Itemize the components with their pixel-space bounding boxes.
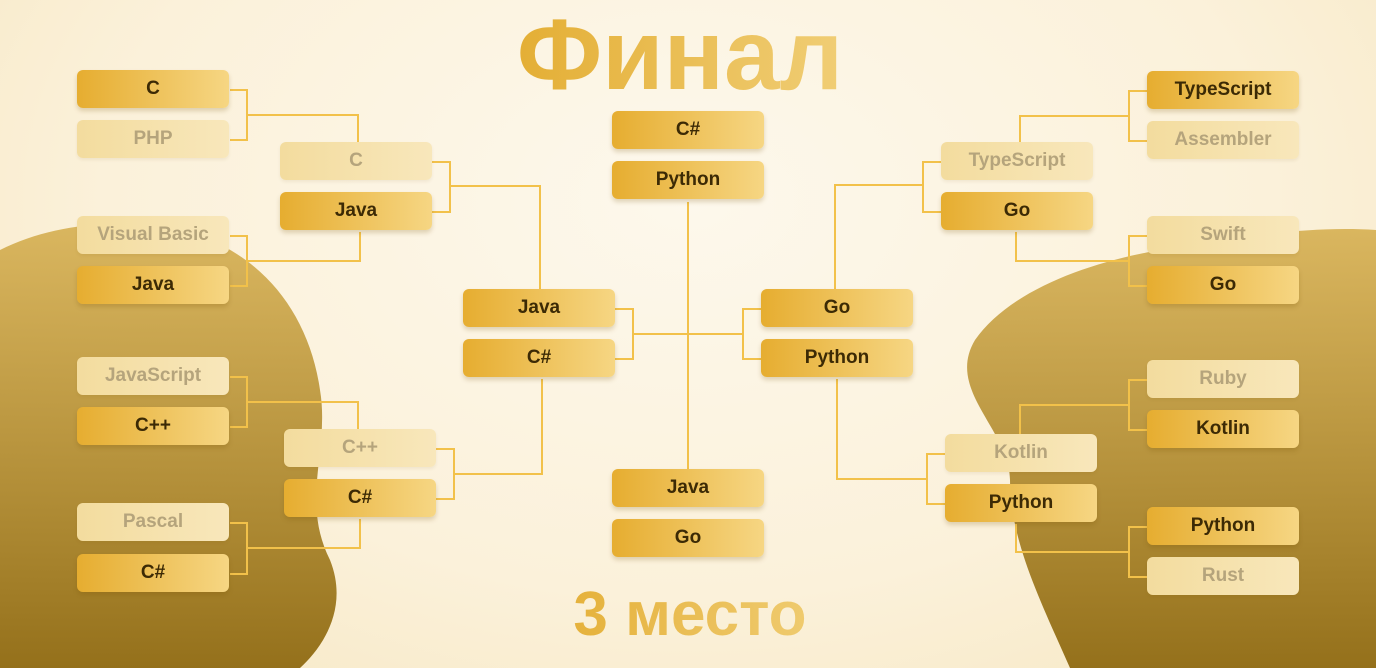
right-semifinal-bottom[interactable]: Python (761, 339, 913, 377)
right-r1-m4-top[interactable]: Python (1147, 507, 1299, 545)
right-r1-m1-bottom[interactable]: Assembler (1147, 121, 1299, 159)
right-r2-m1-bottom[interactable]: Go (941, 192, 1093, 230)
left-r1-m1-bottom[interactable]: PHP (77, 120, 229, 158)
left-r1-m4-top[interactable]: Pascal (77, 503, 229, 541)
left-semifinal-bottom[interactable]: C# (463, 339, 615, 377)
third-place-title: 3 место (500, 578, 880, 652)
right-r1-m3-top[interactable]: Ruby (1147, 360, 1299, 398)
left-r1-m3-bottom[interactable]: C++ (77, 407, 229, 445)
left-semifinal-top[interactable]: Java (463, 289, 615, 327)
right-r2-m1-top[interactable]: TypeScript (941, 142, 1093, 180)
right-r2-m2-top[interactable]: Kotlin (945, 434, 1097, 472)
third-place-bottom[interactable]: Go (612, 519, 764, 557)
third-place-top[interactable]: Java (612, 469, 764, 507)
left-r1-m4-bottom[interactable]: C# (77, 554, 229, 592)
final-top[interactable]: C# (612, 111, 764, 149)
left-r1-m2-top[interactable]: Visual Basic (77, 216, 229, 254)
left-r2-m2-top[interactable]: C++ (284, 429, 436, 467)
right-r1-m4-bottom[interactable]: Rust (1147, 557, 1299, 595)
final-bottom[interactable]: Python (612, 161, 764, 199)
right-r1-m3-bottom[interactable]: Kotlin (1147, 410, 1299, 448)
final-title: Финал (470, 0, 890, 110)
right-r1-m1-top[interactable]: TypeScript (1147, 71, 1299, 109)
left-r1-m2-bottom[interactable]: Java (77, 266, 229, 304)
left-r2-m1-bottom[interactable]: Java (280, 192, 432, 230)
left-r2-m2-bottom[interactable]: C# (284, 479, 436, 517)
right-r1-m2-top[interactable]: Swift (1147, 216, 1299, 254)
left-r2-m1-top[interactable]: C (280, 142, 432, 180)
right-r2-m2-bottom[interactable]: Python (945, 484, 1097, 522)
left-r1-m3-top[interactable]: JavaScript (77, 357, 229, 395)
right-semifinal-top[interactable]: Go (761, 289, 913, 327)
left-r1-m1-top[interactable]: C (77, 70, 229, 108)
right-r1-m2-bottom[interactable]: Go (1147, 266, 1299, 304)
